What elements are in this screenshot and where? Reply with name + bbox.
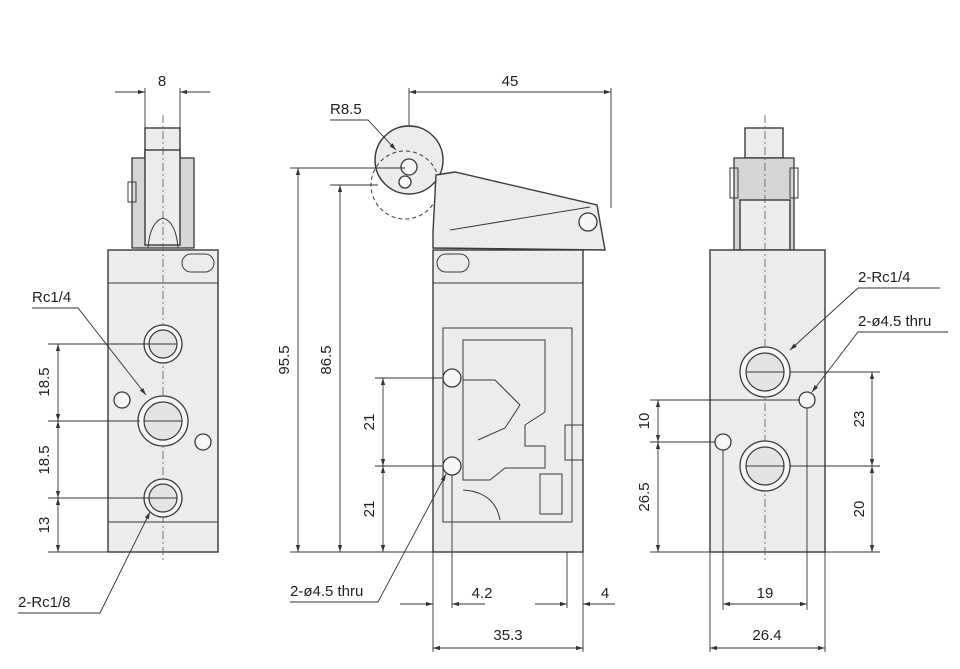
dim-middle-95-5: 95.5 (276, 345, 293, 374)
right-thru-hole-1 (798, 391, 816, 409)
dim-right-23: 23 (851, 411, 868, 428)
label-right-thru: 2-ø4.5 thru (858, 313, 931, 330)
dim-middle-86-5: 86.5 (318, 345, 335, 374)
dim-middle-35-3: 35.3 (493, 627, 522, 644)
dim-right-10: 10 (636, 413, 653, 430)
dim-right-26-4: 26.4 (752, 627, 781, 644)
dim-middle-4: 4 (601, 585, 609, 602)
roller-lever (432, 171, 606, 251)
dim-middle-width-45: 45 (502, 73, 519, 90)
dim-left-18-5-bottom: 18.5 (36, 445, 53, 474)
dim-left-13: 13 (36, 517, 53, 534)
right-actuator-cap (744, 127, 784, 159)
label-left-2rc18: 2-Rc1/8 (18, 594, 71, 611)
label-left-rc14: Rc1/4 (32, 289, 71, 306)
dim-middle-21-top: 21 (361, 414, 378, 431)
dim-right-19: 19 (757, 585, 774, 602)
dim-left-width-8: 8 (158, 73, 166, 90)
dim-left-18-5-top: 18.5 (36, 367, 53, 396)
dim-right-26-5: 26.5 (636, 482, 653, 511)
dim-middle-4-2: 4.2 (472, 585, 493, 602)
left-mount-hole-2 (194, 433, 212, 451)
label-right-2rc14: 2-Rc1/4 (858, 269, 911, 286)
dim-middle-21-bottom: 21 (361, 501, 378, 518)
middle-thru-hole-top (442, 368, 462, 388)
left-mount-hole-1 (113, 391, 131, 409)
lever-pivot (578, 212, 598, 232)
middle-thru-hole-bottom (442, 456, 462, 476)
label-middle-thru: 2-ø4.5 thru (290, 583, 363, 600)
middle-view: 45 R8.5 95.5 86.5 21 21 2-ø4.5 thru 4 (276, 73, 615, 652)
dim-right-20: 20 (851, 501, 868, 518)
right-view: 2-Rc1/4 2-ø4.5 thru 10 26.5 23 20 19 (636, 115, 948, 652)
middle-valve-body (432, 249, 584, 553)
left-view: 8 18.5 18.5 13 Rc1/4 2-Rc1/8 (18, 73, 219, 614)
label-radius: R8.5 (330, 101, 362, 118)
right-thru-hole-2 (714, 433, 732, 451)
